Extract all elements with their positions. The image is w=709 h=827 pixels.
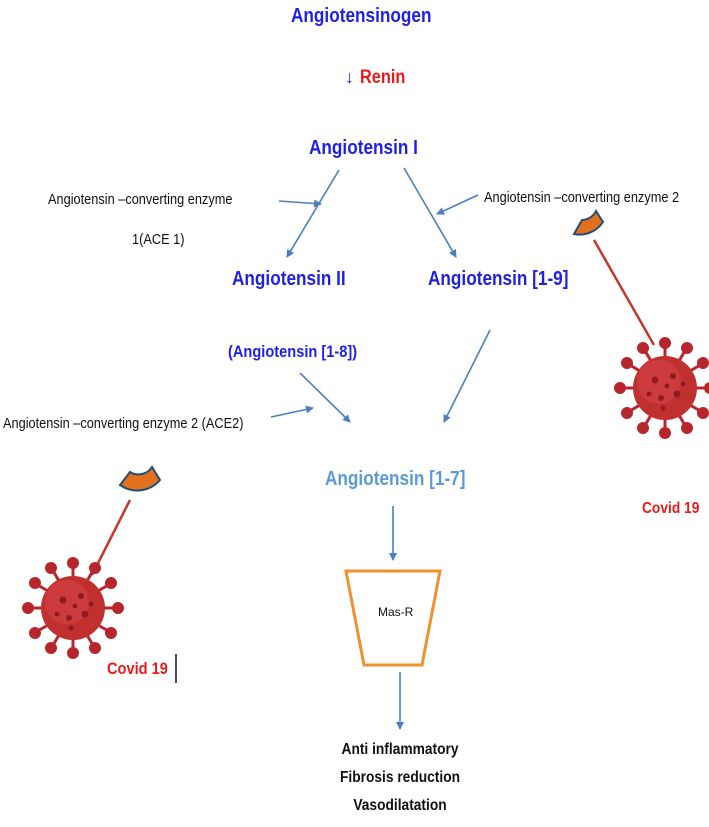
node-angiotensinogen: Angiotensinogen xyxy=(291,5,432,27)
arrow-ang2-to-ang1-7 xyxy=(299,372,351,423)
node-angiotensin-1-7: Angiotensin [1-7] xyxy=(325,468,466,490)
enzyme-ace1-label-line2: 1(ACE 1) xyxy=(132,232,185,248)
enzyme-ace2-left-label: Angiotensin –converting enzyme 2 (ACE2) xyxy=(3,416,244,432)
mas-receptor-shape xyxy=(344,569,442,667)
covid-label-left: Covid 19 xyxy=(107,659,168,678)
enzyme-renin: Renin xyxy=(360,67,406,88)
effect-anti-inflammatory: Anti inflammatory xyxy=(341,741,459,758)
covid-virus-right-icon xyxy=(614,337,709,439)
covid-label-right: Covid 19 xyxy=(642,500,700,517)
node-angiotensin-1-9: Angiotensin [1-9] xyxy=(428,268,569,290)
arrow-ang1-to-ang1-9 xyxy=(403,167,457,258)
ace2-receptor-right-icon xyxy=(572,208,605,236)
ace2-receptor-left-icon xyxy=(118,465,162,492)
virus-tether-left xyxy=(90,499,132,576)
renin-step: ↓ Renin xyxy=(345,68,413,87)
node-angiotensin-2-alias: (Angiotensin [1-8]) xyxy=(228,342,358,361)
down-arrow-icon: ↓ xyxy=(345,67,354,87)
receptor-mas-r-label: Mas-R xyxy=(378,605,414,619)
arrow-ang1-9-to-ang1-7 xyxy=(443,329,491,423)
effect-vasodilatation: Vasodilatation xyxy=(353,797,447,814)
effect-fibrosis-reduction: Fibrosis reduction xyxy=(339,769,461,786)
arrow-ace2-right xyxy=(436,194,479,215)
arrow-ang1-to-ang2 xyxy=(286,169,340,258)
arrow-ace2-left xyxy=(270,405,314,418)
arrow-ace1 xyxy=(278,199,322,208)
covid-virus-left-icon xyxy=(22,557,124,659)
virus-tether-right xyxy=(592,239,656,346)
node-angiotensin-1: Angiotensin I xyxy=(309,137,418,159)
enzyme-ace1-label-line1: Angiotensin –converting enzyme xyxy=(48,192,233,208)
node-angiotensin-2: Angiotensin II xyxy=(232,268,346,290)
enzyme-ace2-right-label: Angiotensin –converting enzyme 2 xyxy=(484,190,680,206)
